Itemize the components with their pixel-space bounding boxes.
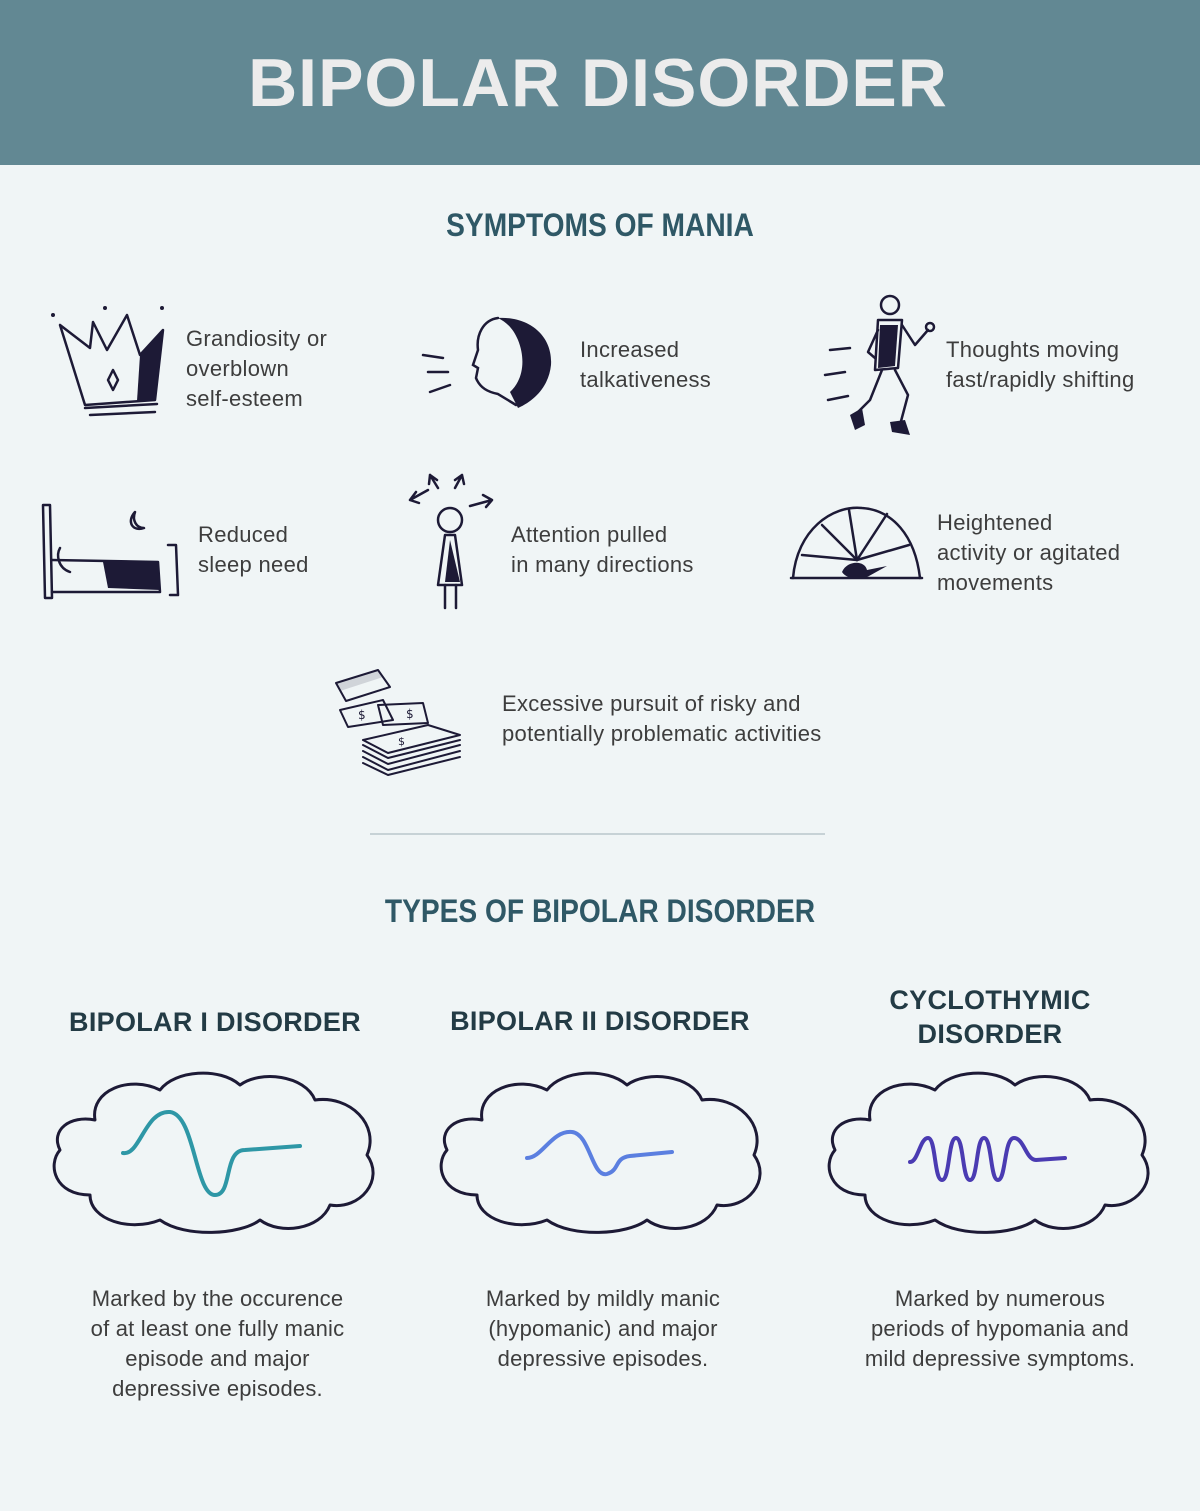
desc-line: (hypomanic) and major <box>488 1316 718 1341</box>
symptom-line: talkativeness <box>580 367 712 392</box>
svg-text:$: $ <box>398 735 405 748</box>
symptom-line: Excessive pursuit of risky and <box>502 691 801 716</box>
desc-line: episode and major <box>125 1346 310 1371</box>
desc-line: Marked by mildly manic <box>485 1286 721 1311</box>
symptom-line: activity or agitated <box>937 540 1121 565</box>
symptom-line: Reduced <box>198 522 289 547</box>
symptom-line: Increased <box>580 337 680 362</box>
desc-line: mild depressive symptoms. <box>864 1346 1136 1371</box>
symptom-text-7: Excessive pursuit of risky and potential… <box>502 689 822 749</box>
symptom-line: Heightened <box>937 510 1053 535</box>
wave-line-cyclothymic <box>908 1135 1067 1183</box>
cloud-wave-cyclothymic <box>827 1071 1150 1234</box>
cloud-wave-bipolar-2 <box>439 1071 762 1234</box>
type-title-line: DISORDER <box>917 1019 1063 1049</box>
talking-head-icon <box>421 316 552 408</box>
type-title-line: BIPOLAR I DISORDER <box>69 1007 361 1037</box>
desc-line: of at least one fully manic <box>90 1316 345 1341</box>
wave-line-bipolar-2 <box>525 1129 674 1177</box>
symptom-text-2: Increased talkativeness <box>580 335 711 395</box>
symptom-line: Thoughts moving <box>946 337 1120 362</box>
symptom-text-6: Heightened activity or agitated movement… <box>937 508 1120 598</box>
type-title-bipolar-1: BIPOLAR I DISORDER <box>40 1005 390 1039</box>
desc-line: depressive episodes. <box>112 1376 323 1401</box>
symptom-line: movements <box>937 570 1054 595</box>
bed-moon-icon <box>41 503 180 600</box>
running-person-icon <box>823 294 936 435</box>
type-title-line: BIPOLAR II DISORDER <box>450 1006 750 1036</box>
svg-text:$: $ <box>358 708 366 722</box>
symptom-line: fast/rapidly shifting <box>946 367 1135 392</box>
type-title-bipolar-2: BIPOLAR II DISORDER <box>425 1004 775 1038</box>
page-title: BIPOLAR DISORDER <box>248 44 948 121</box>
symptom-text-3: Thoughts moving fast/rapidly shifting <box>946 335 1135 395</box>
symptom-text-5: Attention pulled in many directions <box>511 520 694 580</box>
type-title-line: CYCLOTHYMIC <box>889 985 1091 1015</box>
type-desc-bipolar-2: Marked by mildly manic (hypomanic) and m… <box>428 1284 778 1374</box>
symptom-line: potentially problematic activities <box>502 721 822 746</box>
symptom-line: in many directions <box>511 552 694 577</box>
type-title-cyclothymic: CYCLOTHYMIC DISORDER <box>815 983 1165 1051</box>
wave-line-bipolar-1 <box>121 1110 302 1198</box>
desc-line: Marked by numerous <box>894 1286 1106 1311</box>
header-banner: BIPOLAR DISORDER <box>0 0 1200 165</box>
desc-line: depressive episodes. <box>497 1346 709 1371</box>
symptom-text-4: Reduced sleep need <box>198 520 309 580</box>
svg-text:$: $ <box>406 707 414 721</box>
money-stack-icon: $ $ $ <box>335 669 461 776</box>
person-arrows-icon <box>408 473 494 610</box>
section-divider <box>370 833 825 835</box>
type-desc-bipolar-1: Marked by the occurence of at least one … <box>40 1284 395 1404</box>
symptom-line: Grandiosity or <box>186 326 328 351</box>
symptoms-section-title: SYMPTOMS OF MANIA <box>446 207 754 243</box>
symptom-line: Attention pulled <box>511 522 668 547</box>
type-desc-cyclothymic: Marked by numerous periods of hypomania … <box>825 1284 1175 1374</box>
crown-icon <box>51 306 165 417</box>
symptom-text-1: Grandiosity or overblown self-esteem <box>186 324 327 414</box>
gauge-icon <box>789 506 924 580</box>
symptom-line: overblown <box>186 356 289 381</box>
symptom-line: sleep need <box>198 552 309 577</box>
desc-line: Marked by the occurence <box>91 1286 344 1311</box>
desc-line: periods of hypomania and <box>871 1316 1129 1341</box>
cloud-wave-bipolar-1 <box>52 1071 375 1234</box>
symptom-line: self-esteem <box>186 386 304 411</box>
types-section-title: TYPES OF BIPOLAR DISORDER <box>384 893 816 929</box>
